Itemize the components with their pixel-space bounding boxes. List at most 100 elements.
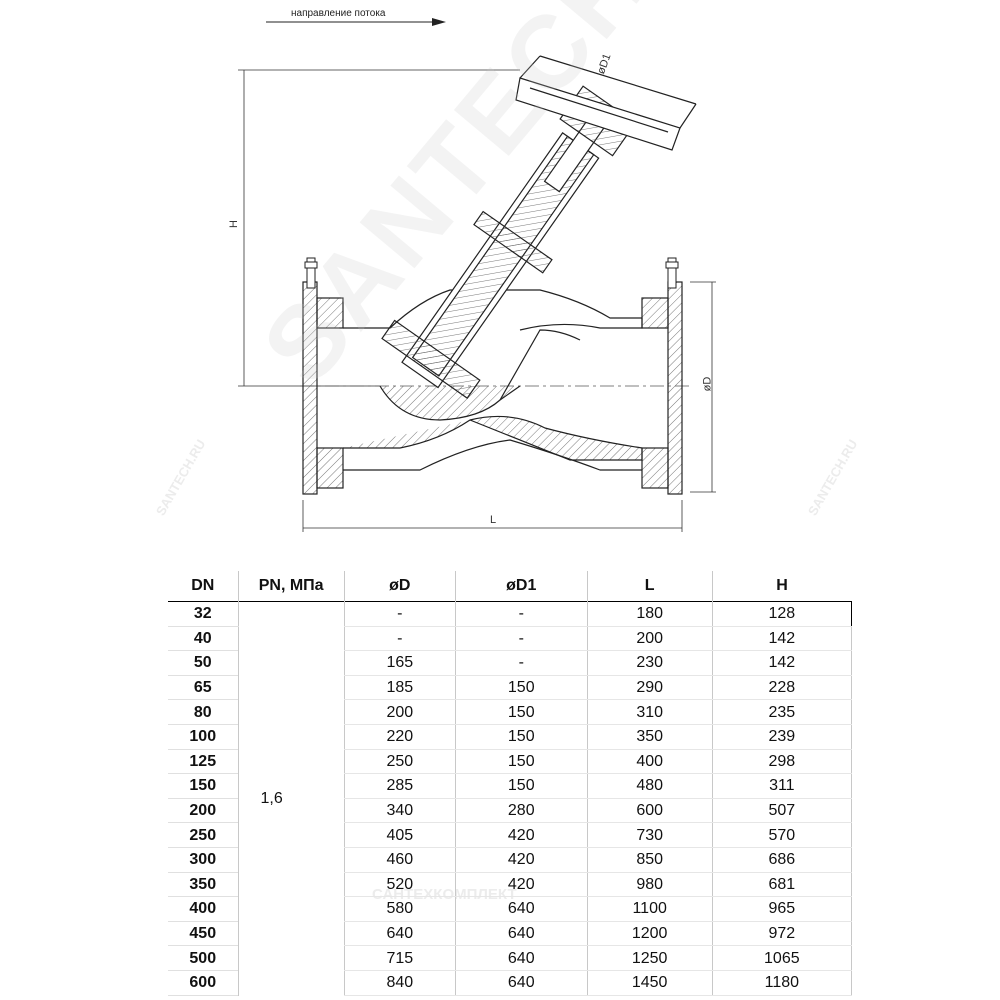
cell-h: 972 (711, 921, 853, 947)
cell-l: 1450 (586, 970, 713, 996)
dimension-h (238, 69, 520, 387)
cell-l: 480 (586, 773, 713, 799)
cell-d: 165 (343, 650, 456, 676)
header-pn: PN, МПа (237, 571, 345, 602)
cell-h: 239 (711, 724, 853, 750)
cell-d: 185 (343, 675, 456, 701)
cell-l: 850 (586, 847, 713, 873)
flow-arrow-icon (266, 18, 446, 26)
cell-d: 405 (343, 822, 456, 848)
cell-dn: 450 (168, 921, 238, 947)
cell-d: 580 (343, 896, 456, 922)
valve-bonnet (381, 85, 637, 399)
header-d: øD (343, 571, 456, 602)
cell-dn: 50 (168, 650, 238, 676)
cell-dn: 125 (168, 749, 238, 775)
cell-d1: - (454, 626, 588, 652)
valve-drawing (238, 55, 716, 532)
cell-l: 180 (586, 601, 713, 627)
cell-d: 520 (343, 872, 456, 898)
cell-dn: 300 (168, 847, 238, 873)
dimension-d (690, 281, 716, 493)
cell-d1: - (454, 601, 588, 627)
cell-d: 200 (343, 699, 456, 725)
cell-d: 840 (343, 970, 456, 996)
cell-d: - (343, 601, 456, 627)
cell-l: 600 (586, 798, 713, 824)
cell-d1: 640 (454, 945, 588, 971)
cell-h: 142 (711, 626, 853, 652)
cell-d1: 420 (454, 822, 588, 848)
cell-d1: 420 (454, 847, 588, 873)
cell-h: 298 (711, 749, 853, 775)
cell-h: 228 (711, 675, 853, 701)
dim-label-l: L (490, 514, 497, 526)
cell-d1: 420 (454, 872, 588, 898)
header-h: H (711, 571, 852, 602)
valve-body (302, 281, 683, 495)
dimension-l (302, 500, 683, 532)
handwheel (515, 55, 697, 151)
cell-d1: 640 (454, 970, 588, 996)
cell-dn: 400 (168, 896, 238, 922)
header-d1: øD1 (454, 571, 588, 602)
cell-h: 235 (711, 699, 853, 725)
dim-label-d: øD (701, 376, 714, 392)
cell-d1: 150 (454, 675, 588, 701)
cell-h: 965 (711, 896, 853, 922)
cell-dn: 150 (168, 773, 238, 799)
cell-d: 340 (343, 798, 456, 824)
cell-dn: 65 (168, 675, 238, 701)
cell-dn: 250 (168, 822, 238, 848)
cell-l: 230 (586, 650, 713, 676)
cell-d1: 640 (454, 896, 588, 922)
cell-dn: 600 (168, 970, 238, 996)
cell-d1: - (454, 650, 588, 676)
cell-dn: 200 (168, 798, 238, 824)
cell-l: 290 (586, 675, 713, 701)
cell-l: 1200 (586, 921, 713, 947)
dim-label-h: H (227, 220, 240, 228)
cell-dn: 100 (168, 724, 238, 750)
cell-h: 570 (711, 822, 853, 848)
cell-l: 200 (586, 626, 713, 652)
header-l: L (586, 571, 713, 602)
cell-d: 285 (343, 773, 456, 799)
cell-h: 128 (711, 601, 853, 627)
cell-dn: 350 (168, 872, 238, 898)
cell-l: 980 (586, 872, 713, 898)
cell-d: 250 (343, 749, 456, 775)
cell-d1: 150 (454, 699, 588, 725)
cell-d: 640 (343, 921, 456, 947)
cell-l: 400 (586, 749, 713, 775)
table-header-row: DN PN, МПа øD øD1 L H (168, 571, 852, 602)
cell-dn: 32 (168, 601, 238, 627)
cell-h: 686 (711, 847, 853, 873)
cell-h: 311 (711, 773, 853, 799)
cell-d1: 150 (454, 724, 588, 750)
cell-pn: 1,6 (237, 601, 345, 995)
cell-dn: 500 (168, 945, 238, 971)
cell-h: 681 (711, 872, 853, 898)
flow-direction-label: направление потока (291, 8, 386, 19)
header-dn: DN (191, 577, 215, 594)
cell-d: 220 (343, 724, 456, 750)
cell-h: 142 (711, 650, 853, 676)
cell-dn: 40 (168, 626, 238, 652)
